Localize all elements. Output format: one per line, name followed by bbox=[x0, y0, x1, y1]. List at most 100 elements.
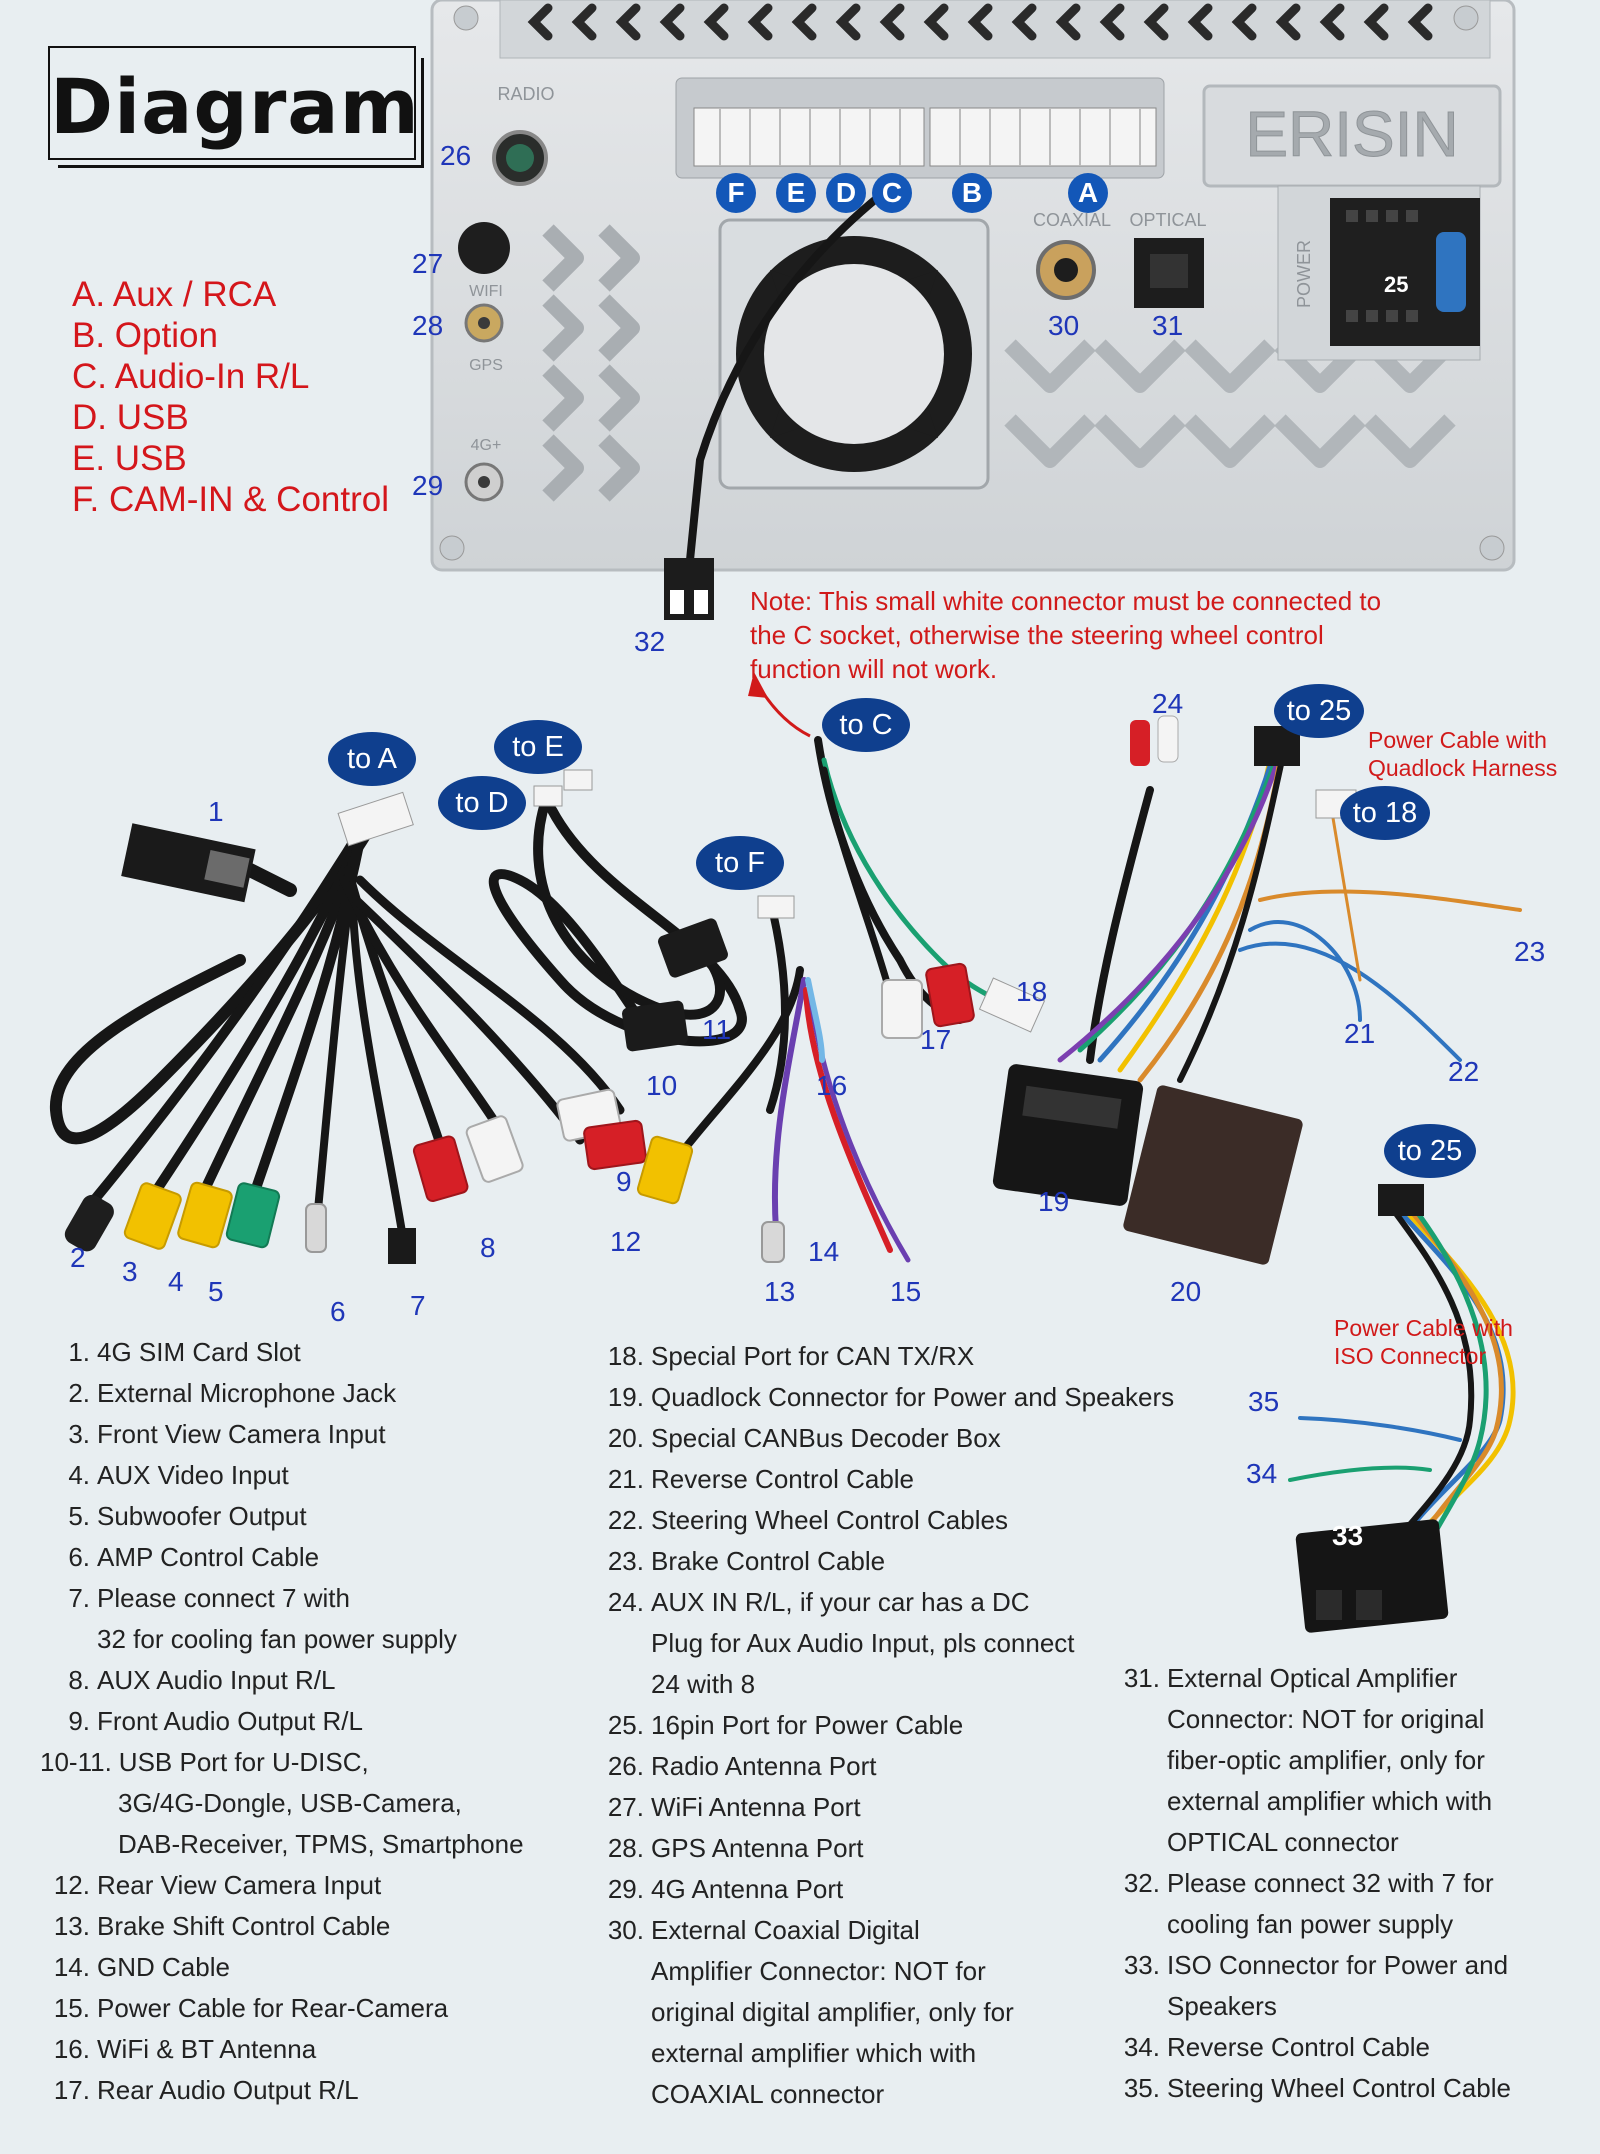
callout-26: 26 bbox=[440, 140, 472, 171]
list-item-text: Reverse Control Cable bbox=[651, 1464, 915, 1494]
callout-9: 9 bbox=[616, 1166, 632, 1197]
callout-18: 18 bbox=[1016, 976, 1048, 1007]
callout-8: 8 bbox=[480, 1232, 496, 1263]
list-item-number: 30. bbox=[607, 1915, 644, 1945]
to-25-bubble-iso: to 25 bbox=[1384, 1124, 1476, 1178]
list-item: 15.Power Cable for Rear-Camera bbox=[40, 1988, 524, 2029]
list-item-number: 17. bbox=[53, 2075, 90, 2105]
callout-6: 6 bbox=[330, 1296, 346, 1327]
list-item-number: 35. bbox=[1123, 2073, 1160, 2103]
callout-7: 7 bbox=[410, 1290, 426, 1321]
list-item-text: WiFi Antenna Port bbox=[651, 1792, 861, 1822]
callout-31: 31 bbox=[1152, 310, 1184, 341]
list-item: 16.WiFi & BT Antenna bbox=[40, 2029, 524, 2070]
list-item-text: Special Port for CAN TX/RX bbox=[651, 1341, 975, 1371]
radio-port-label: RADIO bbox=[497, 84, 554, 104]
list-item: 17.Rear Audio Output R/L bbox=[40, 2070, 524, 2111]
list-item-number: 24. bbox=[607, 1587, 644, 1617]
list-item-text: Front Audio Output R/L bbox=[97, 1706, 363, 1736]
list-item-number: 25. bbox=[607, 1710, 644, 1740]
legend-item-e: E. USB bbox=[72, 439, 187, 478]
list-item-text: External Optical Amplifier Connector: NO… bbox=[1167, 1663, 1493, 1857]
iso-harness-illustration bbox=[1288, 1184, 1516, 1633]
socket-d-marker: D bbox=[826, 173, 866, 213]
list-item-text: ISO Connector for Power and Speakers bbox=[1167, 1950, 1509, 2021]
list-item-text: Rear View Camera Input bbox=[97, 1870, 382, 1900]
optical-port-label: OPTICAL bbox=[1129, 210, 1206, 230]
list-item-number: 23. bbox=[607, 1546, 644, 1576]
list-item-number: 16. bbox=[53, 2034, 90, 2064]
list-item-number: 6. bbox=[68, 1542, 90, 1572]
list-item-number: 27. bbox=[607, 1792, 644, 1822]
callout-25: 25 bbox=[1384, 272, 1409, 297]
camera-cable-illustration bbox=[636, 895, 911, 1263]
lte-port-label: 4G+ bbox=[471, 437, 502, 454]
list-item-text: AUX IN R/L, if your car has a DC Plug fo… bbox=[651, 1587, 1075, 1699]
list-item-number: 1. bbox=[68, 1337, 90, 1367]
list-item: 2.External Microphone Jack bbox=[40, 1373, 524, 1414]
list-item-text: Quadlock Connector for Power and Speaker… bbox=[651, 1382, 1175, 1412]
list-item-number: 33. bbox=[1123, 1950, 1160, 1980]
callout-5: 5 bbox=[208, 1276, 224, 1307]
list-item-number: 28. bbox=[607, 1833, 644, 1863]
callout-23: 23 bbox=[1514, 936, 1546, 967]
callout-19: 19 bbox=[1038, 1186, 1070, 1217]
audio-in-cable-illustration bbox=[814, 736, 1046, 1039]
to-c-bubble: to C bbox=[822, 698, 910, 752]
list-item-number: 8. bbox=[68, 1665, 90, 1695]
socket-f-marker: F bbox=[716, 173, 756, 213]
usb-cables-illustration bbox=[488, 769, 747, 1052]
list-item-number: 26. bbox=[607, 1751, 644, 1781]
callout-35: 35 bbox=[1248, 1386, 1280, 1417]
list-item-text: Rear Audio Output R/L bbox=[97, 2075, 359, 2105]
list-item-text: External Coaxial Digital Amplifier Conne… bbox=[651, 1915, 1014, 2109]
list-item-text: Please connect 32 with 7 for cooling fan… bbox=[1167, 1868, 1494, 1939]
list-item: 33.ISO Connector for Power and Speakers bbox=[1116, 1945, 1511, 2027]
list-item-text: 16pin Port for Power Cable bbox=[651, 1710, 964, 1740]
list-item-number: 13. bbox=[53, 1911, 90, 1941]
list-item-text: AUX Video Input bbox=[97, 1460, 289, 1490]
legend-item-f: F. CAM-IN & Control bbox=[72, 480, 389, 519]
callout-11: 11 bbox=[702, 1014, 732, 1045]
callout-29: 29 bbox=[412, 470, 444, 501]
list-item-number: 15. bbox=[53, 1993, 90, 2023]
list-item-text: Subwoofer Output bbox=[97, 1501, 307, 1531]
list-item-text: Power Cable for Rear-Camera bbox=[97, 1993, 449, 2023]
list-item: 6.AMP Control Cable bbox=[40, 1537, 524, 1578]
list-item-text: Please connect 7 with 32 for cooling fan… bbox=[97, 1583, 457, 1654]
iso-harness-label: Power Cable with ISO Connector bbox=[1334, 1315, 1513, 1369]
callout-32: 32 bbox=[634, 626, 666, 657]
list-item: 20.Special CANBus Decoder Box bbox=[600, 1418, 1174, 1459]
list-item: 23.Brake Control Cable bbox=[600, 1541, 1174, 1582]
list-item: 7.Please connect 7 with 32 for cooling f… bbox=[40, 1578, 524, 1660]
callout-12: 12 bbox=[610, 1226, 642, 1257]
list-item-number: 20. bbox=[607, 1423, 644, 1453]
quadlock-harness-illustration bbox=[992, 715, 1522, 1265]
callout-28: 28 bbox=[412, 310, 444, 341]
callout-3: 3 bbox=[122, 1256, 138, 1287]
list-item-number: 31. bbox=[1123, 1663, 1160, 1693]
list-item: 31.External Optical Amplifier Connector:… bbox=[1116, 1658, 1511, 1863]
list-item: 27.WiFi Antenna Port bbox=[600, 1787, 1174, 1828]
to-18-bubble: to 18 bbox=[1340, 786, 1430, 840]
quadlock-harness-label: Power Cable with Quadlock Harness bbox=[1368, 727, 1558, 781]
list-item-number: 4. bbox=[68, 1460, 90, 1490]
list-item: 24.AUX IN R/L, if your car has a DC Plug… bbox=[600, 1582, 1174, 1705]
list-item: 3.Front View Camera Input bbox=[40, 1414, 524, 1455]
list-item-number: 32. bbox=[1123, 1868, 1160, 1898]
list-item-number: 19. bbox=[607, 1382, 644, 1412]
callout-2: 2 bbox=[70, 1242, 86, 1273]
legend-list-column-3: 31.External Optical Amplifier Connector:… bbox=[1116, 1658, 1511, 2109]
socket-b-marker: B bbox=[952, 173, 992, 213]
list-item-text: GPS Antenna Port bbox=[651, 1833, 864, 1863]
callout-1: 1 bbox=[208, 796, 224, 827]
list-item: 8.AUX Audio Input R/L bbox=[40, 1660, 524, 1701]
list-item: 1.4G SIM Card Slot bbox=[40, 1332, 524, 1373]
list-item-text: 4G Antenna Port bbox=[651, 1874, 844, 1904]
coaxial-port-label: COAXIAL bbox=[1033, 210, 1111, 230]
list-item: 22.Steering Wheel Control Cables bbox=[600, 1500, 1174, 1541]
to-d-bubble: to D bbox=[438, 776, 526, 830]
